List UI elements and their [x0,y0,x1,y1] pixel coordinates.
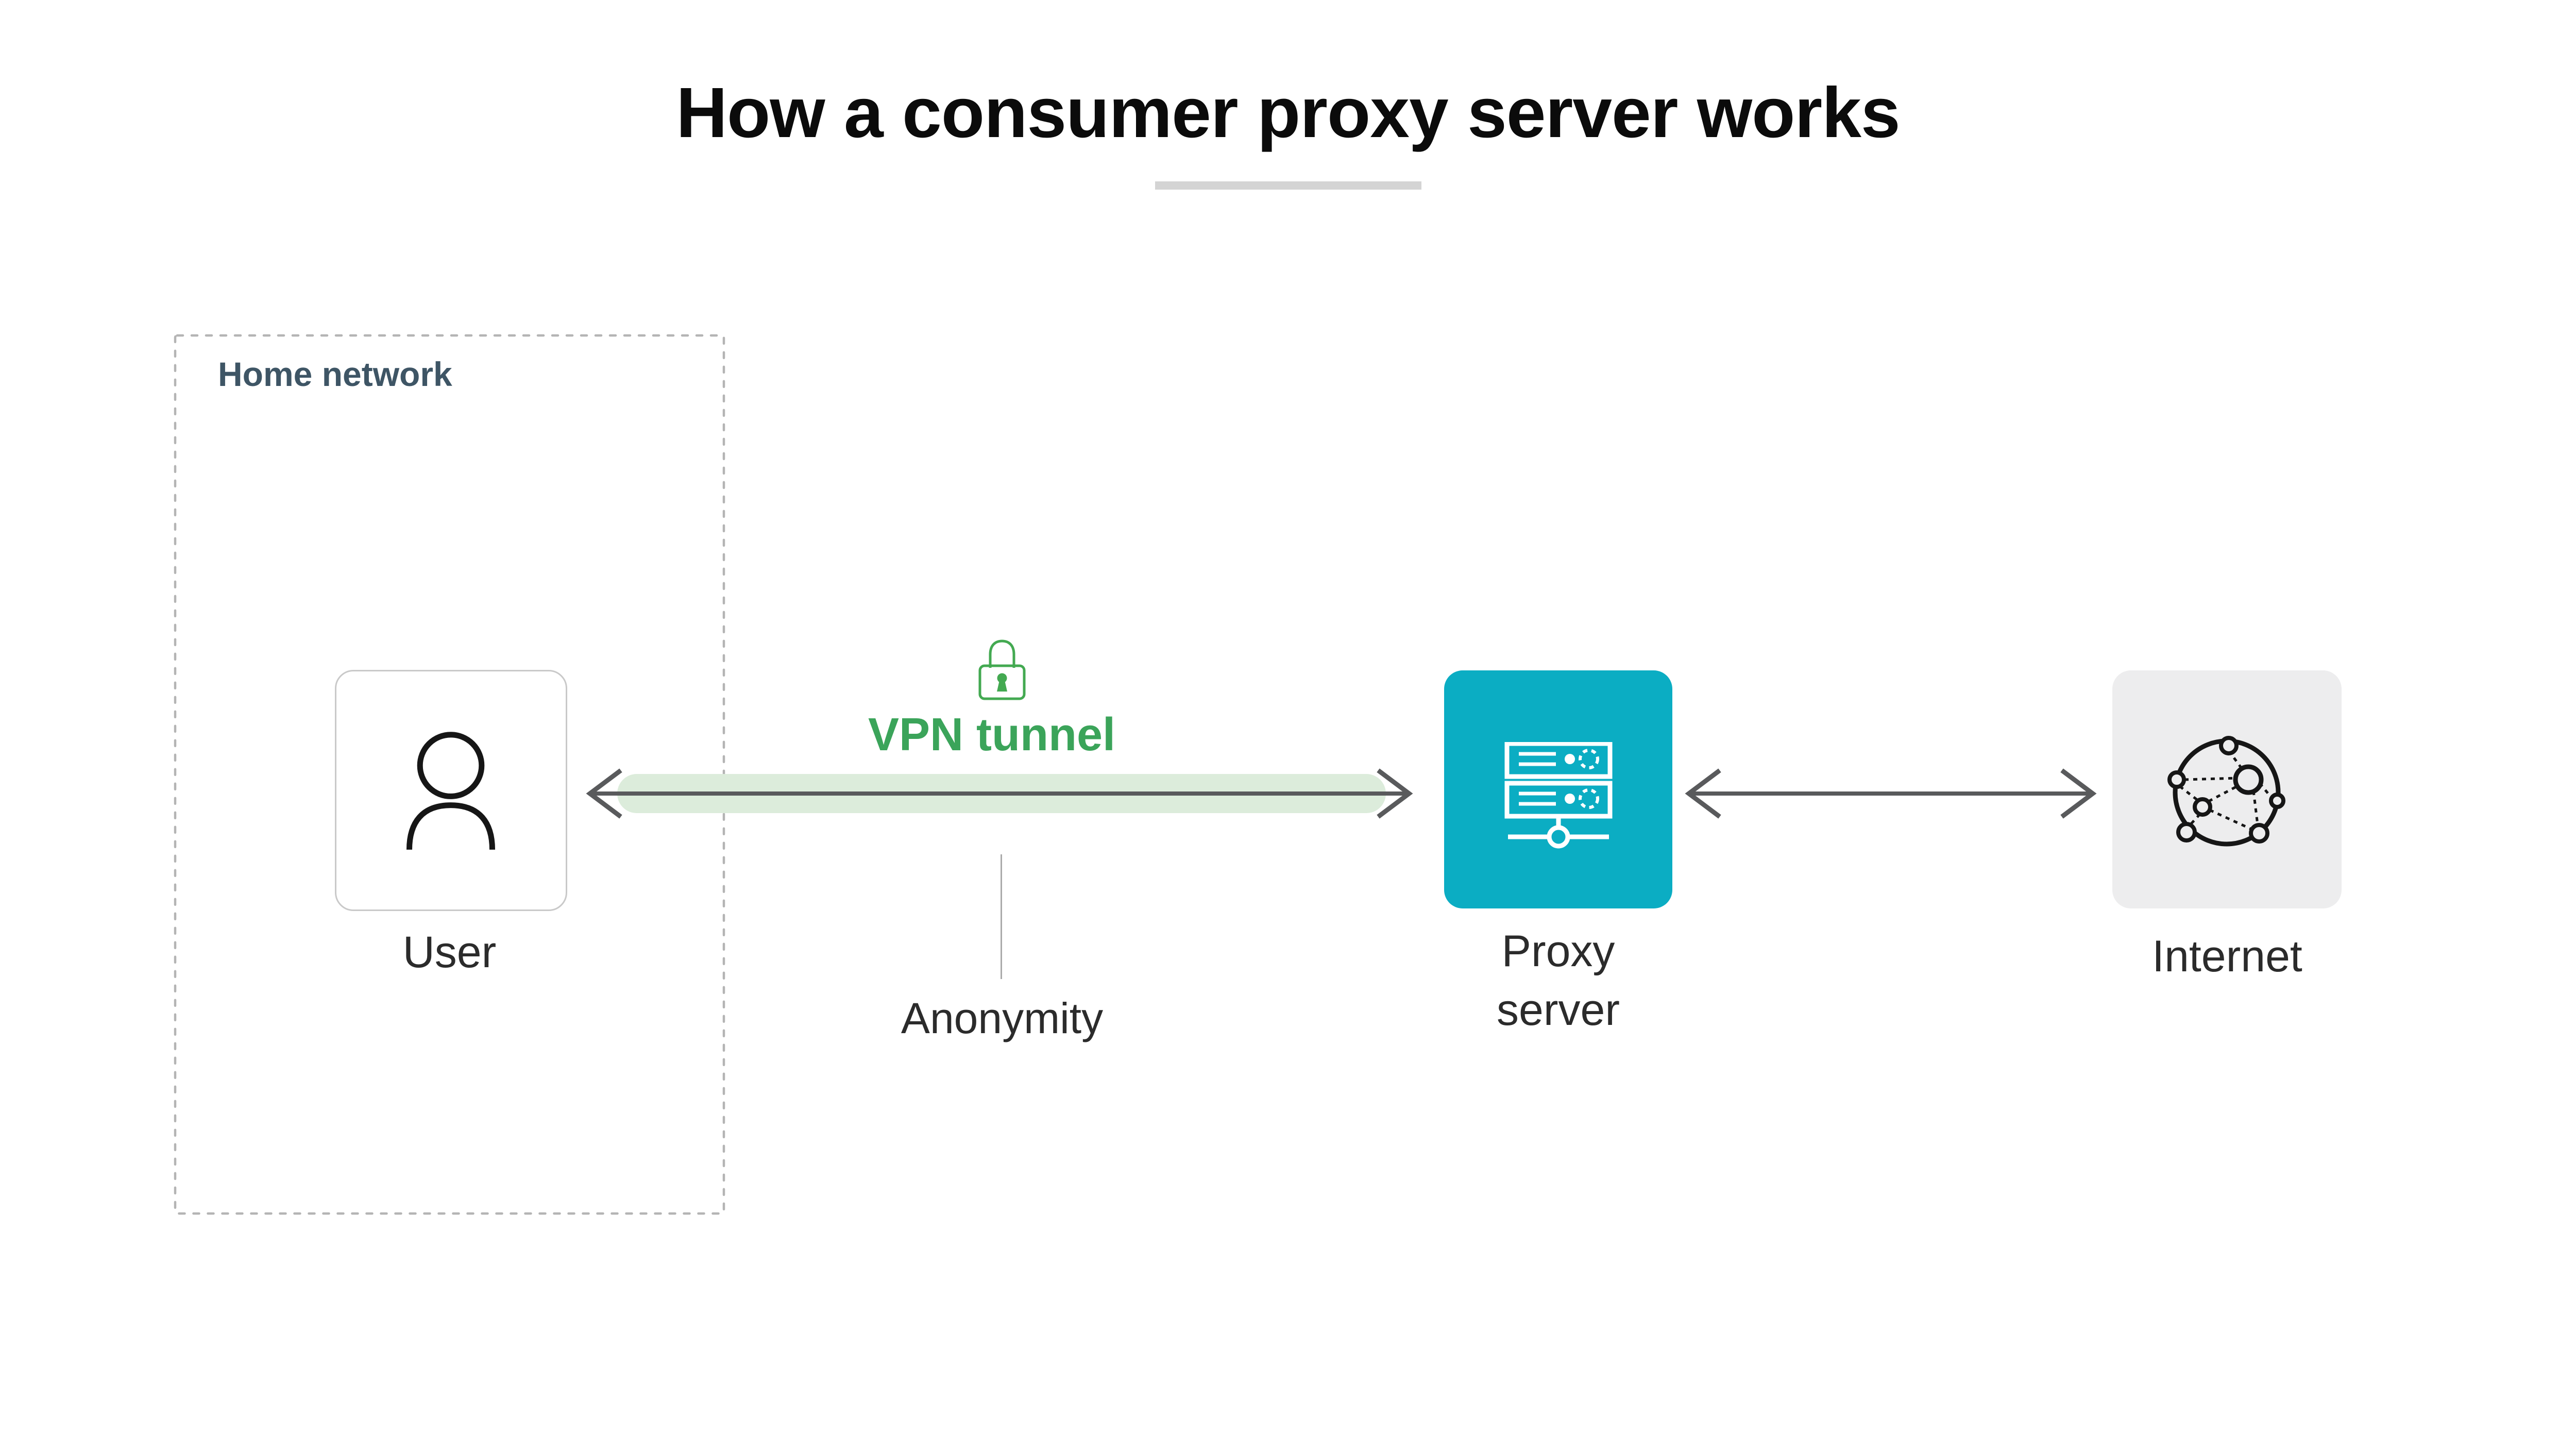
person-icon [406,732,496,850]
page-title: How a consumer proxy server works [676,73,1900,153]
anonymity-callout-line [1001,854,1002,979]
user-proxy-double-arrow-icon [586,768,1413,819]
home-network-label: Home network [218,355,452,393]
anonymity-label: Anonymity [901,994,1104,1042]
proxy-server-label: Proxy server [1497,926,1620,1035]
server-icon [1504,742,1613,849]
vpn-tunnel-label: VPN tunnel [868,709,1115,761]
internet-node [2112,670,2342,908]
proxy-server-node [1444,670,1672,908]
internet-label: Internet [2152,932,2302,981]
network-globe-icon [2167,736,2285,847]
lock-icon [978,639,1026,700]
user-node [335,670,567,911]
proxy-internet-double-arrow-icon [1685,768,2097,819]
user-label: User [402,928,497,977]
title-underline [1155,181,1421,190]
